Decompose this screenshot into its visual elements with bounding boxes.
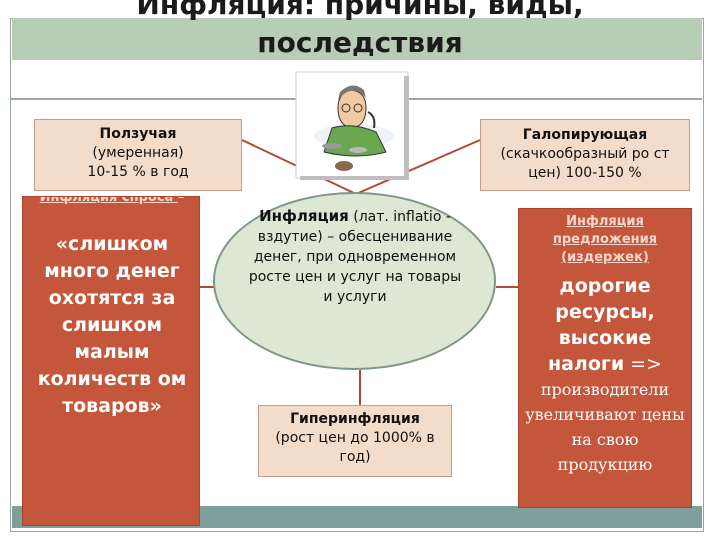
demand-heading: Инфляция спроса (40, 196, 178, 205)
galloping-desc: (скачкообразный ро ст цен) 100-150 % (485, 145, 685, 183)
galloping-name: Галопирующая (485, 126, 685, 145)
galloping-inflation-box: Галопирующая (скачкообразный ро ст цен) … (480, 119, 690, 191)
supply-inflation-box: Инфляция предложения (издержек) дорогие … (518, 208, 692, 508)
hyper-desc: (рост цен до 1000% в год) (259, 429, 451, 467)
hyperinflation-box: Гиперинфляция (рост цен до 1000% в год) (258, 405, 452, 477)
demand-dash: – (178, 196, 185, 205)
creeping-rate: 10-15 % в год (35, 163, 241, 182)
creeping-desc: (умеренная) (35, 144, 241, 163)
demand-body: «слишком много денег охотятся за слишком… (29, 231, 195, 420)
hyper-name: Гиперинфляция (259, 410, 451, 429)
supply-effect: производители увеличивают цены на свою п… (519, 377, 691, 477)
supply-arrow: => (624, 353, 662, 375)
demand-inflation-box: Инфляция спроса – «слишком много денег о… (22, 196, 200, 526)
definition-term: Инфляция (259, 207, 349, 225)
creeping-inflation-box: Ползучая (умеренная) 10-15 % в год (34, 119, 242, 191)
supply-heading: Инфляция предложения (издержек) (519, 213, 691, 267)
creeping-name: Ползучая (35, 125, 241, 144)
inflation-definition: Инфляция (лат. inflatio - вздутие) – обе… (245, 206, 465, 307)
person-with-coins-icon (292, 70, 412, 182)
